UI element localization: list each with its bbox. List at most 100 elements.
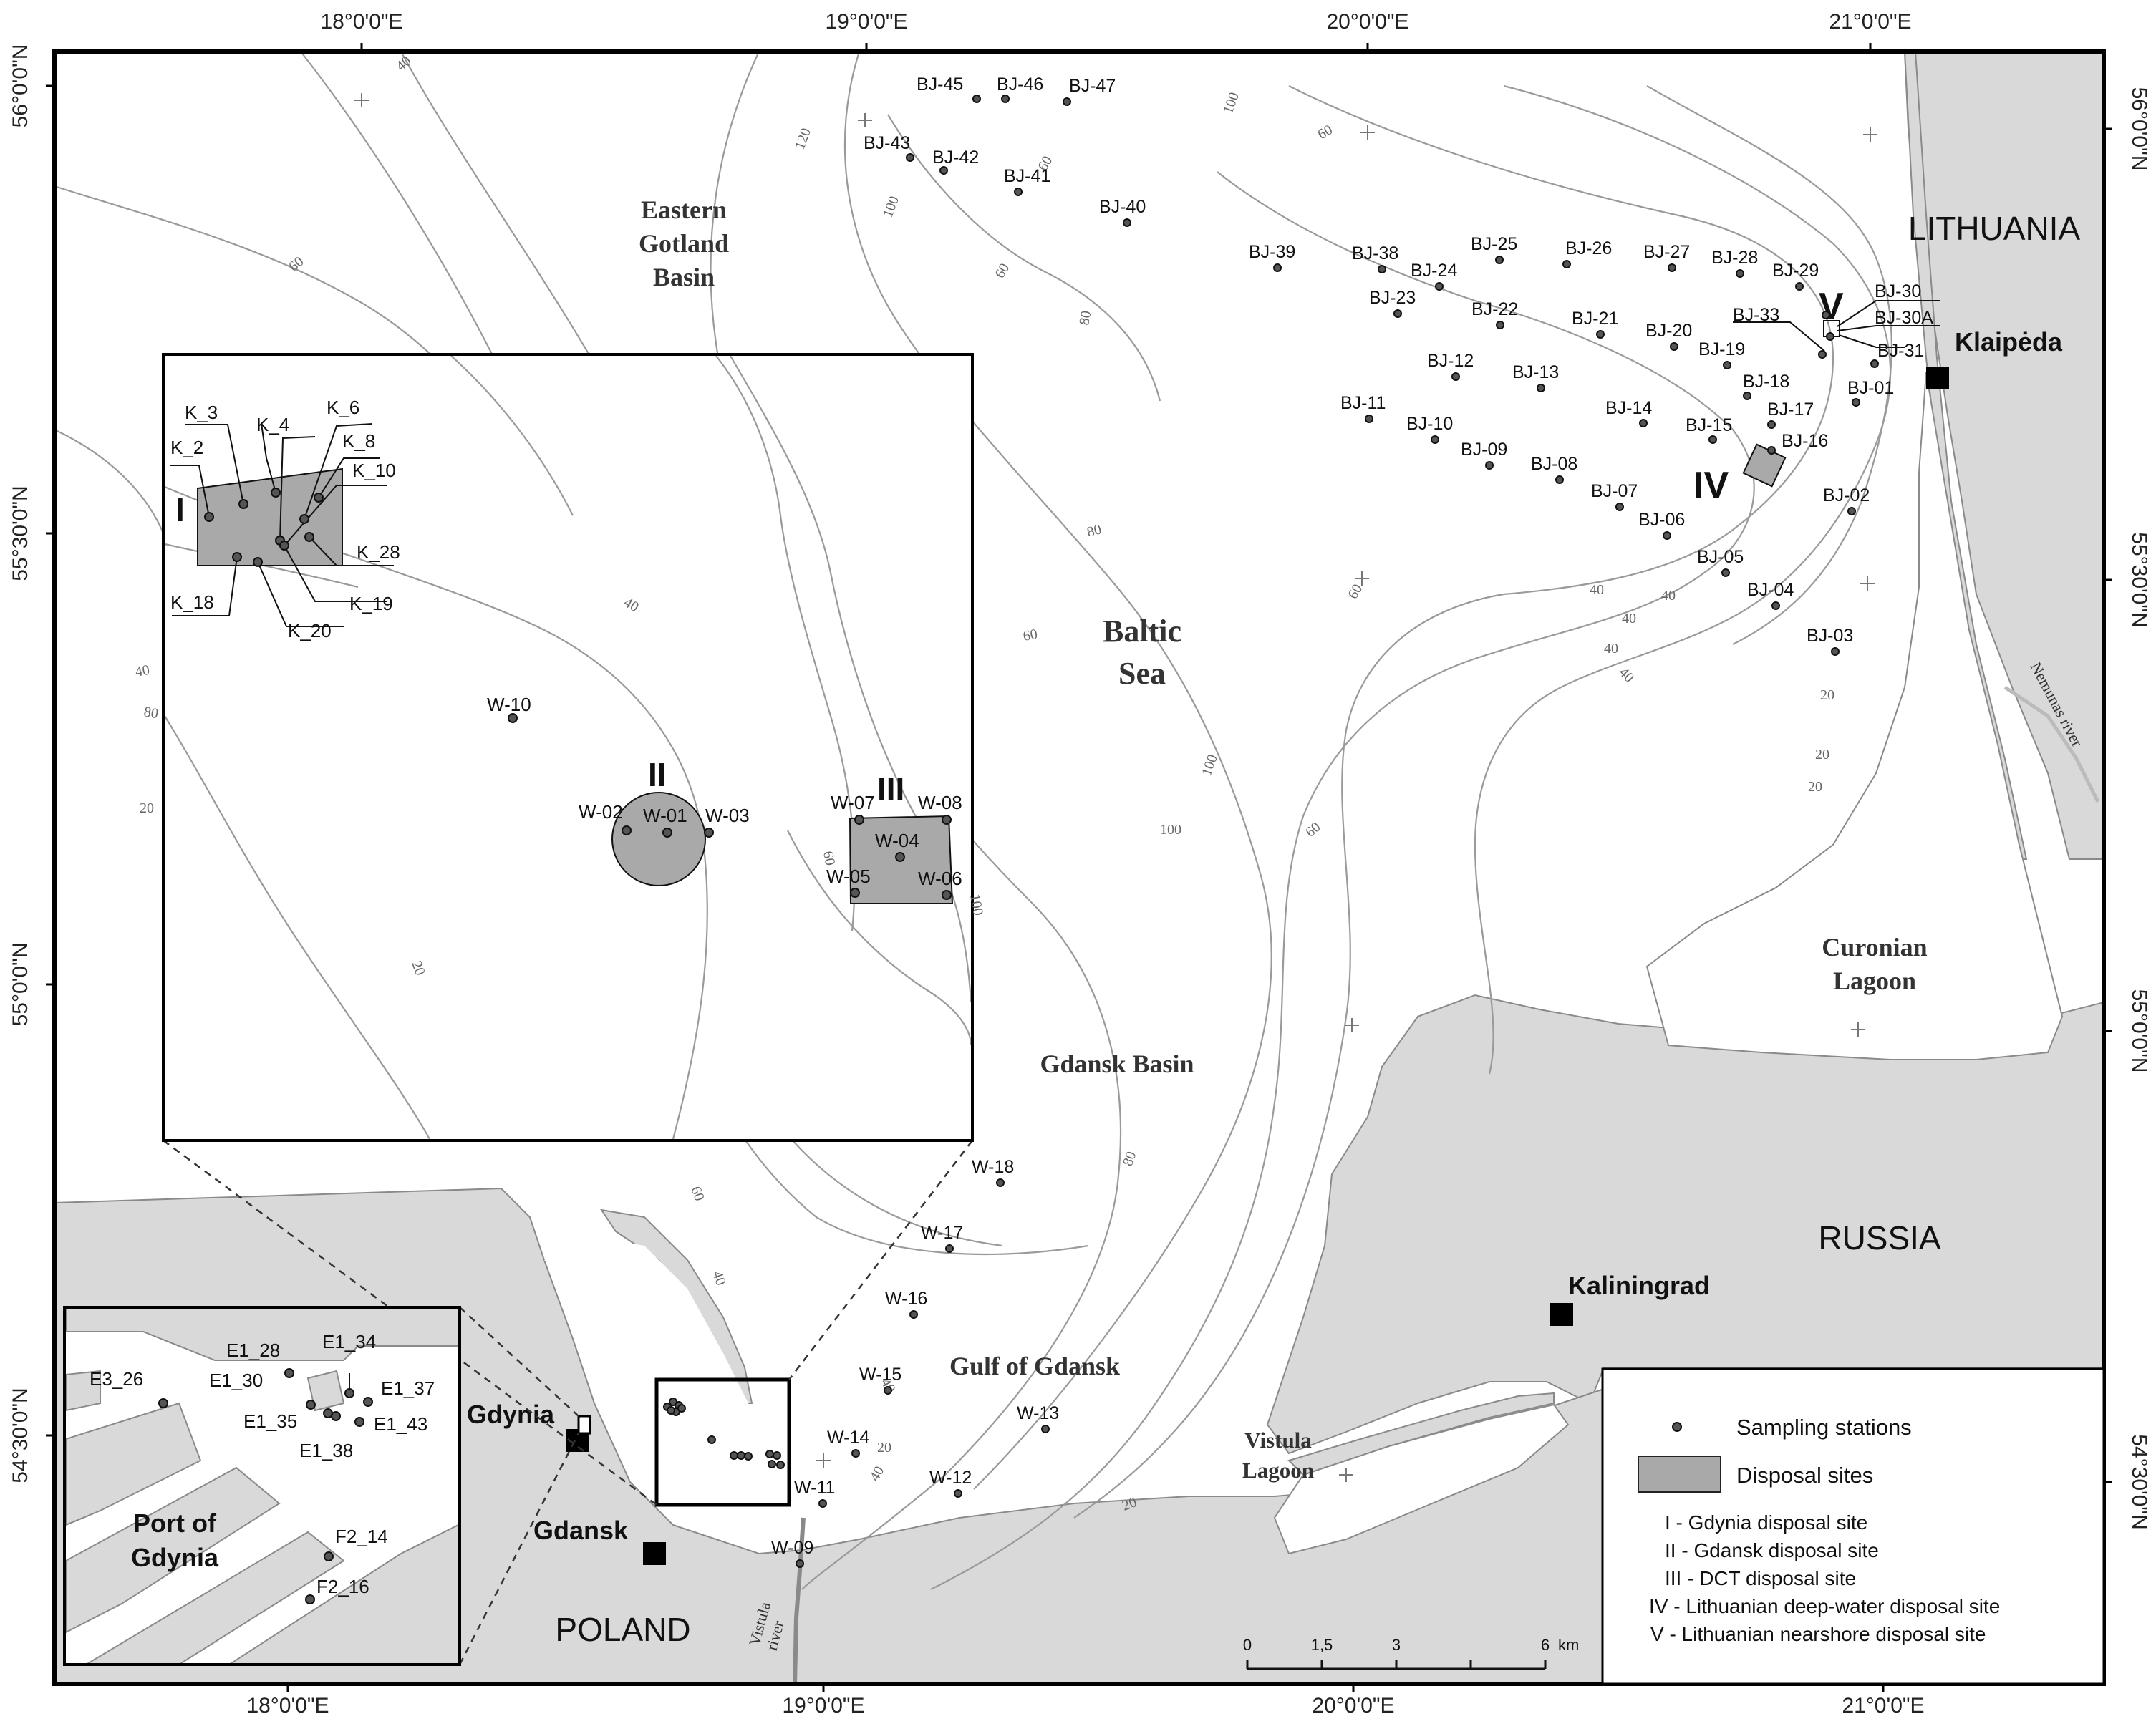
depth-label: 20 [140, 800, 154, 816]
station-label: BJ-30A [1875, 308, 1933, 328]
station-marker [1847, 507, 1856, 515]
station-label: BJ-08 [1531, 454, 1577, 474]
lat-label-right-0: 56°0'0"N [2127, 87, 2151, 171]
station-label: BJ-16 [1782, 431, 1828, 451]
station-label: W-11 [794, 1478, 835, 1498]
grid-cross [1860, 576, 1875, 591]
depth-label: 20 [1808, 779, 1822, 795]
station-label: W-16 [885, 1289, 927, 1309]
station-marker [895, 852, 905, 862]
legend-item-iii: III - DCT disposal site [1665, 1567, 1856, 1589]
station-label: W-08 [918, 792, 962, 813]
station-label: BJ-46 [997, 74, 1043, 95]
legend-disposal-swatch [1638, 1456, 1721, 1493]
station-marker [906, 153, 914, 162]
inset-gulf-frame [162, 353, 974, 1142]
city-marker-kaliningrad [1550, 1303, 1573, 1326]
station-marker [909, 1310, 918, 1319]
station-marker [851, 1449, 860, 1458]
station-marker [1496, 321, 1504, 329]
station-marker [1831, 647, 1840, 656]
station-label: BJ-30 [1875, 281, 1921, 301]
station-marker [1736, 269, 1744, 278]
station-marker [1393, 309, 1402, 318]
station-label: BJ-13 [1512, 362, 1559, 382]
inset-disposal-site-ii [611, 792, 706, 886]
station-marker [622, 825, 632, 835]
station-marker [776, 1461, 785, 1469]
station-label: BJ-02 [1823, 485, 1870, 505]
station-marker [1273, 263, 1282, 272]
station-marker [1723, 361, 1731, 369]
station-label: BJ-04 [1747, 580, 1794, 600]
station-marker [773, 1451, 781, 1460]
station-marker [271, 488, 281, 498]
station-label: BJ-15 [1686, 415, 1732, 435]
station-marker [1870, 359, 1879, 368]
station-label: BJ-03 [1807, 626, 1853, 646]
station-label: W-14 [827, 1428, 869, 1448]
disposal-site-label-iv: IV [1693, 465, 1729, 506]
grid-cross [816, 1453, 831, 1468]
station-marker [1555, 475, 1564, 484]
station-marker [314, 493, 324, 503]
station-marker [1562, 260, 1571, 268]
lat-label-right-3: 54°30'0"N [2127, 1434, 2151, 1529]
station-marker [1431, 435, 1439, 444]
station-label: K_6 [327, 397, 359, 418]
scale-tick-0: 0 [1243, 1636, 1252, 1654]
country-russia: RUSSIA [1818, 1219, 1941, 1256]
depth-label: 40 [1661, 588, 1676, 604]
depth-label: 40 [1604, 641, 1618, 657]
station-marker [707, 1435, 716, 1444]
station-marker [1365, 415, 1373, 423]
station-label: K_20 [288, 620, 332, 641]
station-marker [1014, 188, 1023, 196]
station-label: W-15 [859, 1365, 901, 1385]
station-label: BJ-38 [1352, 243, 1398, 263]
station-marker [1451, 372, 1460, 381]
station-label: BJ-19 [1698, 339, 1745, 359]
station-label: E1_30 [209, 1370, 263, 1391]
depth-label: 80 [1076, 309, 1094, 326]
station-marker [1639, 419, 1648, 427]
station-marker [253, 557, 263, 567]
gulf-zoom-connector [163, 1139, 973, 1506]
station-marker [677, 1404, 686, 1413]
station-label: BJ-47 [1069, 76, 1116, 96]
city-klaipeda: Klaipėda [1955, 327, 2063, 357]
station-label: BJ-23 [1369, 288, 1416, 308]
vistula-river [793, 1517, 806, 1685]
station-marker [1041, 1425, 1050, 1433]
map-frame [52, 49, 2106, 1686]
station-marker [1663, 531, 1671, 540]
station-label: BJ-17 [1767, 399, 1814, 420]
station-marker [704, 828, 714, 838]
vistula-lagoon-water [1273, 1403, 1570, 1555]
station-marker [1743, 392, 1751, 400]
nemunas-river [2003, 685, 2100, 803]
station-label: BJ-05 [1697, 547, 1744, 567]
lon-label-top-0: 18°0'0"E [320, 10, 402, 34]
station-label: BJ-10 [1406, 414, 1453, 434]
lat-label-left-0: 56°0'0"N [9, 44, 32, 128]
legend-item-i: I - Gdynia disposal site [1665, 1511, 1867, 1534]
station-marker [1378, 265, 1386, 273]
station-marker [1495, 256, 1504, 264]
station-marker [662, 828, 672, 838]
station-label: E1_43 [374, 1413, 427, 1435]
depth-label: 60 [1022, 626, 1039, 644]
station-marker [850, 888, 860, 898]
station-marker [324, 1551, 334, 1561]
inset-site-label-ii: II [648, 756, 667, 793]
grid-cross [354, 93, 369, 107]
station-marker [284, 1368, 294, 1378]
station-label: W-10 [487, 694, 531, 715]
legend-box [1601, 1367, 2105, 1685]
city-marker-klaipeda [1926, 367, 1949, 389]
station-label: BJ-11 [1340, 393, 1386, 413]
inset-k-leaders [170, 423, 394, 627]
